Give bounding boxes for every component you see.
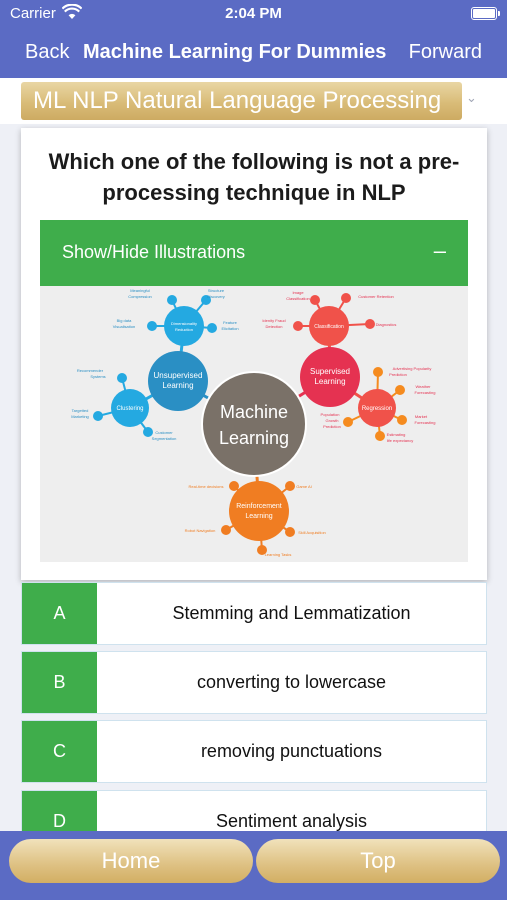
option-text-a: Stemming and Lemmatization bbox=[172, 603, 411, 623]
illustrations-toggle-bar[interactable]: Show/Hide Illustrations – bbox=[40, 220, 468, 286]
mindmap-structure-line1: Structure bbox=[208, 288, 225, 293]
back-button[interactable]: Back bbox=[25, 41, 70, 63]
mindmap-learningtasks: Learning Tasks bbox=[265, 552, 292, 557]
mindmap-population-line3: Prediction bbox=[323, 424, 341, 429]
status-bar: Carrier 2:04 PM bbox=[0, 0, 507, 28]
mindmap-center-line1: Machine bbox=[220, 402, 288, 422]
answer-option-c[interactable]: C removing punctuations bbox=[21, 720, 487, 783]
mindmap-feature-line1: Feature bbox=[223, 320, 238, 325]
mindmap-skill: Skill Acquisition bbox=[298, 530, 326, 535]
mindmap-identity-line1: Idenity Fraud bbox=[262, 318, 285, 323]
mindmap-imageclass-line1: Image bbox=[292, 290, 304, 295]
mindmap-advertising-line2: Prediction bbox=[389, 372, 407, 377]
mindmap-estimating-line1: Estimating bbox=[387, 432, 406, 437]
mindmap-imageclass-line2: Classification bbox=[286, 296, 310, 301]
mindmap-regression: Regression bbox=[362, 406, 392, 412]
top-button[interactable]: Top bbox=[256, 839, 500, 883]
mindmap-estimating-line2: life expectancy bbox=[387, 438, 413, 443]
mindmap-classification: Classification bbox=[314, 324, 344, 330]
mindmap-retention: Customer Retention bbox=[358, 294, 394, 299]
collapse-icon[interactable]: – bbox=[433, 238, 446, 263]
mindmap-reinforcement-line1: Reinforcement bbox=[236, 503, 282, 510]
illustration-image: Machine Learning Unsupervised Learning S… bbox=[40, 286, 468, 562]
mindmap-bigdata-line2: Visualisation bbox=[113, 324, 135, 329]
mindmap-diagnostics: Diagnostics bbox=[376, 322, 397, 327]
mindmap-recommender-line2: Systems bbox=[90, 374, 105, 379]
option-letter-a: A bbox=[22, 583, 97, 644]
mindmap-robot: Robot Navigation bbox=[185, 528, 216, 533]
mindmap-supervised-line1: Supervised bbox=[310, 367, 350, 376]
mindmap-customerseg-line2: Segmentation bbox=[152, 436, 177, 441]
illustrations-label: Show/Hide Illustrations bbox=[62, 242, 246, 262]
mindmap-weather-line2: Forecasting bbox=[415, 390, 436, 395]
mindmap-targetted-line1: Targetted bbox=[72, 408, 89, 413]
mindmap-meaningful-line1: Meaningful bbox=[130, 288, 150, 293]
mindmap-meaningful-line2: Compression bbox=[128, 294, 152, 299]
mindmap-identity-line2: Detection bbox=[266, 324, 283, 329]
wifi-icon bbox=[62, 4, 82, 19]
home-button[interactable]: Home bbox=[9, 839, 253, 883]
option-text-b: converting to lowercase bbox=[196, 672, 387, 692]
chevron-down-icon[interactable]: ⌄ bbox=[466, 90, 477, 105]
mindmap-realtime: Real-time decisions bbox=[189, 484, 224, 489]
option-text-d: Sentiment analysis bbox=[215, 811, 368, 831]
option-text-c: removing punctuations bbox=[200, 741, 383, 761]
bottom-toolbar: Home Top bbox=[0, 831, 507, 900]
answer-option-b[interactable]: B converting to lowercase bbox=[21, 651, 487, 714]
status-time: 2:04 PM bbox=[225, 5, 282, 22]
mindmap-market-line1: Market bbox=[415, 414, 428, 419]
mindmap-dimred-line2: Reduction bbox=[175, 327, 193, 332]
page-title: Machine Learning For Dummies bbox=[83, 41, 387, 63]
mindmap-dimred-line1: Dimensionality bbox=[171, 321, 197, 326]
mindmap-unsupervised-line1: Unsupervised bbox=[154, 371, 203, 380]
mindmap-population-line2: Growth bbox=[326, 418, 339, 423]
mindmap-center-line2: Learning bbox=[219, 428, 289, 448]
question-text: Which one of the following is not a pre-… bbox=[48, 149, 460, 205]
option-letter-b: B bbox=[22, 652, 97, 713]
mindmap-gameai: Game AI bbox=[296, 484, 312, 489]
answer-option-a[interactable]: A Stemming and Lemmatization bbox=[21, 582, 487, 645]
mindmap-weather-line1: Weather bbox=[415, 384, 431, 389]
battery-icon bbox=[471, 7, 500, 20]
option-letter-c: C bbox=[22, 721, 97, 782]
mindmap-population-line1: Population bbox=[321, 412, 340, 417]
question-card: Which one of the following is not a pre-… bbox=[21, 128, 487, 580]
mindmap-structure-line2: Discovery bbox=[207, 294, 225, 299]
forward-button[interactable]: Forward bbox=[408, 41, 482, 63]
topic-selector[interactable]: ML NLP Natural Language Processing bbox=[21, 82, 462, 120]
mindmap-customerseg-line1: Customer bbox=[155, 430, 173, 435]
navigation-bar: Back Machine Learning For Dummies Forwar… bbox=[0, 28, 507, 78]
mindmap-targetted-line2: Marketing bbox=[71, 414, 89, 419]
carrier-label: Carrier bbox=[10, 5, 56, 22]
mindmap-reinforcement-line2: Learning bbox=[245, 513, 272, 520]
mindmap-clustering: Clustering bbox=[116, 406, 143, 412]
mindmap-unsupervised-line2: Learning bbox=[162, 381, 193, 390]
mindmap-feature-line2: Elicitation bbox=[221, 326, 238, 331]
mindmap-supervised-line2: Learning bbox=[314, 377, 345, 386]
mindmap-bigdata-line1: Big data bbox=[117, 318, 132, 323]
mindmap-recommender-line1: Recommender bbox=[77, 368, 104, 373]
topic-bar: ML NLP Natural Language Processing ⌄ bbox=[0, 78, 507, 124]
mindmap-advertising-line1: Advertising Popularity bbox=[393, 366, 432, 371]
mindmap-diagram: Machine Learning Unsupervised Learning S… bbox=[71, 288, 436, 557]
mindmap-market-line2: Forecasting bbox=[415, 420, 436, 425]
